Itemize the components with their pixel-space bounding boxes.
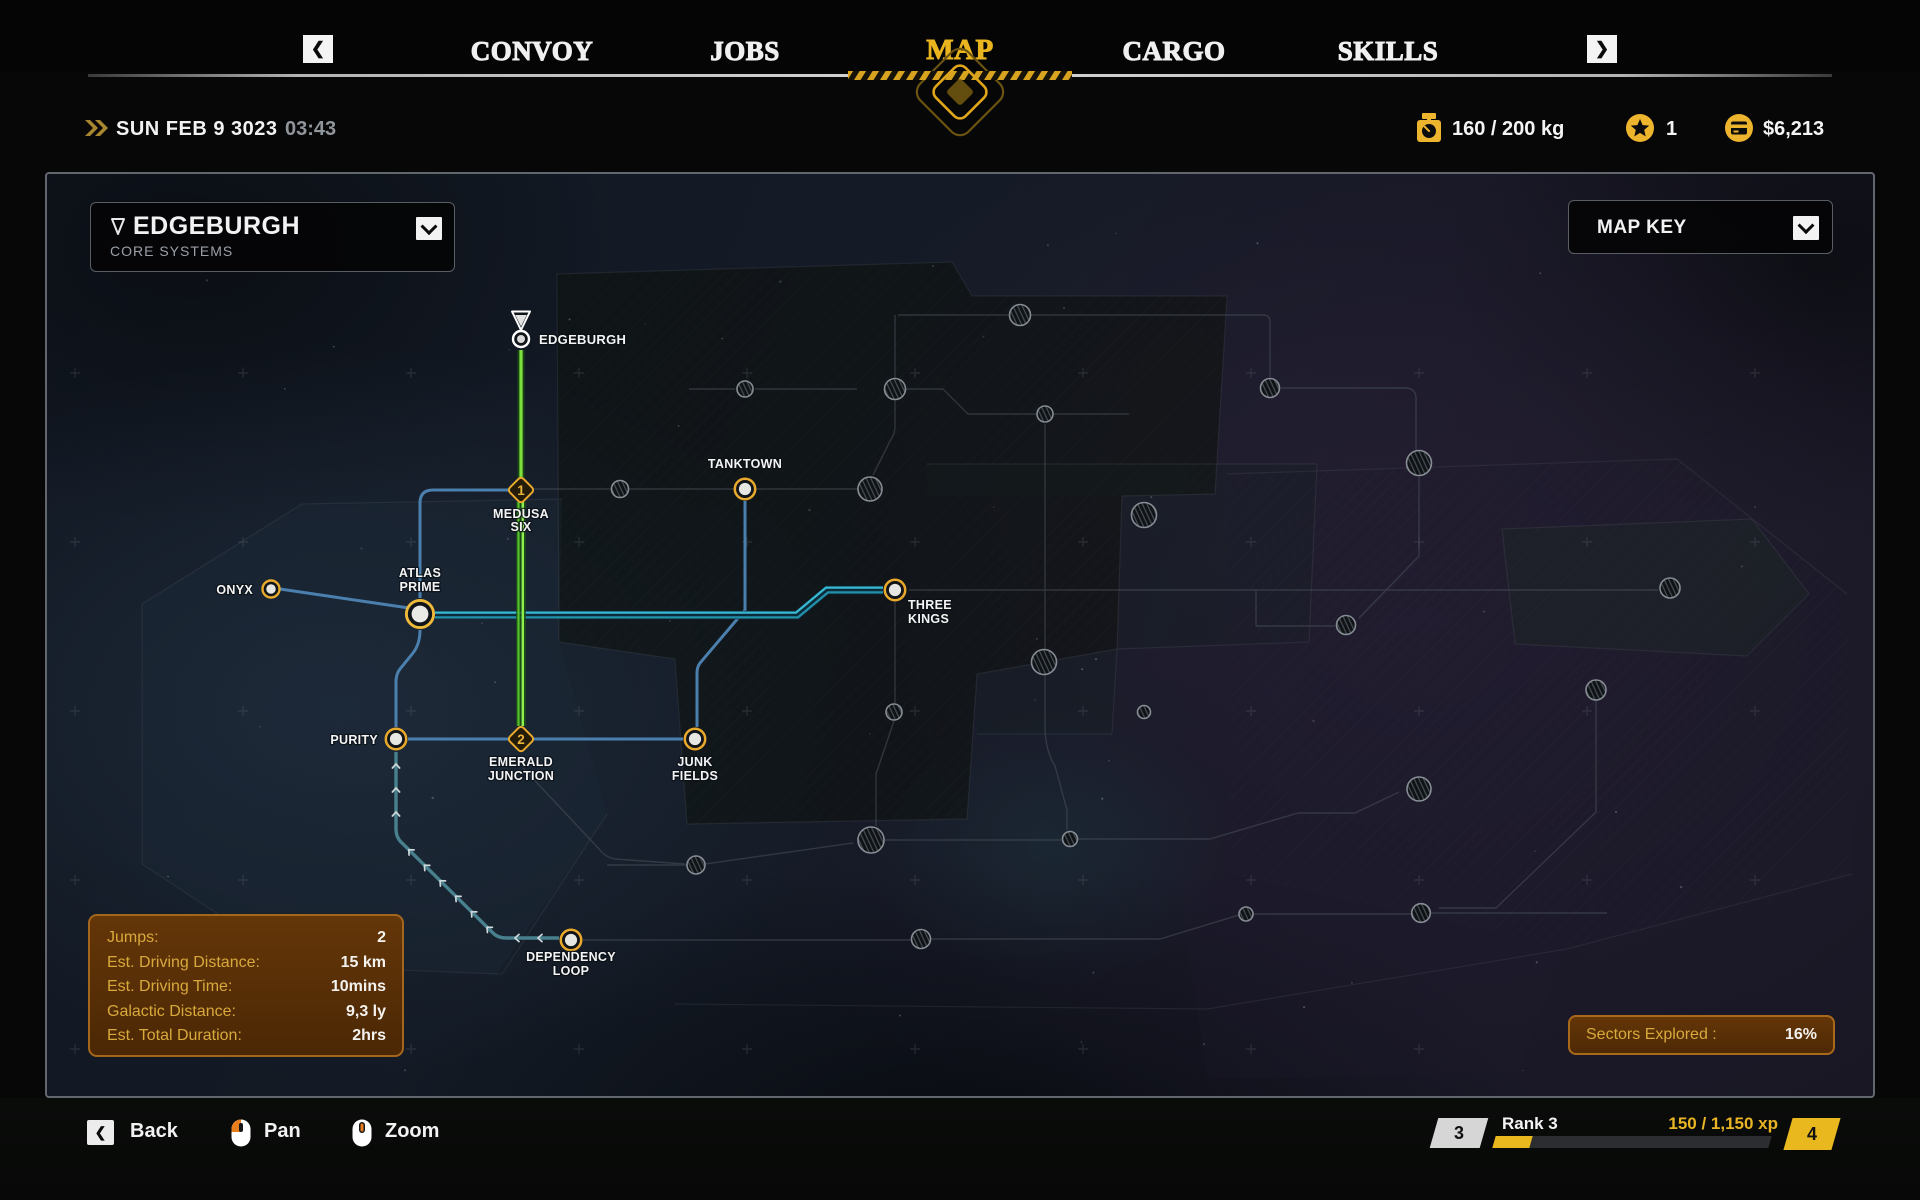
- svg-text:JUNK: JUNK: [677, 755, 712, 769]
- svg-text:EDGEBURGH: EDGEBURGH: [539, 332, 626, 347]
- svg-text:ATLAS: ATLAS: [399, 566, 441, 580]
- svg-text:SIX: SIX: [510, 520, 531, 534]
- svg-text:PRIME: PRIME: [399, 580, 440, 594]
- svg-text:EMERALD: EMERALD: [489, 755, 553, 769]
- svg-text:KINGS: KINGS: [908, 612, 949, 626]
- svg-text:1: 1: [517, 483, 525, 498]
- svg-text:PURITY: PURITY: [330, 733, 378, 747]
- svg-text:FIELDS: FIELDS: [672, 769, 718, 783]
- svg-text:ONYX: ONYX: [216, 583, 253, 597]
- svg-text:2: 2: [517, 732, 525, 747]
- svg-text:MEDUSA: MEDUSA: [493, 507, 549, 521]
- svg-text:TANKTOWN: TANKTOWN: [708, 457, 782, 471]
- svg-text:THREE: THREE: [908, 598, 952, 612]
- svg-text:DEPENDENCY: DEPENDENCY: [526, 950, 616, 964]
- svg-text:JUNCTION: JUNCTION: [488, 769, 554, 783]
- svg-text:LOOP: LOOP: [553, 964, 590, 978]
